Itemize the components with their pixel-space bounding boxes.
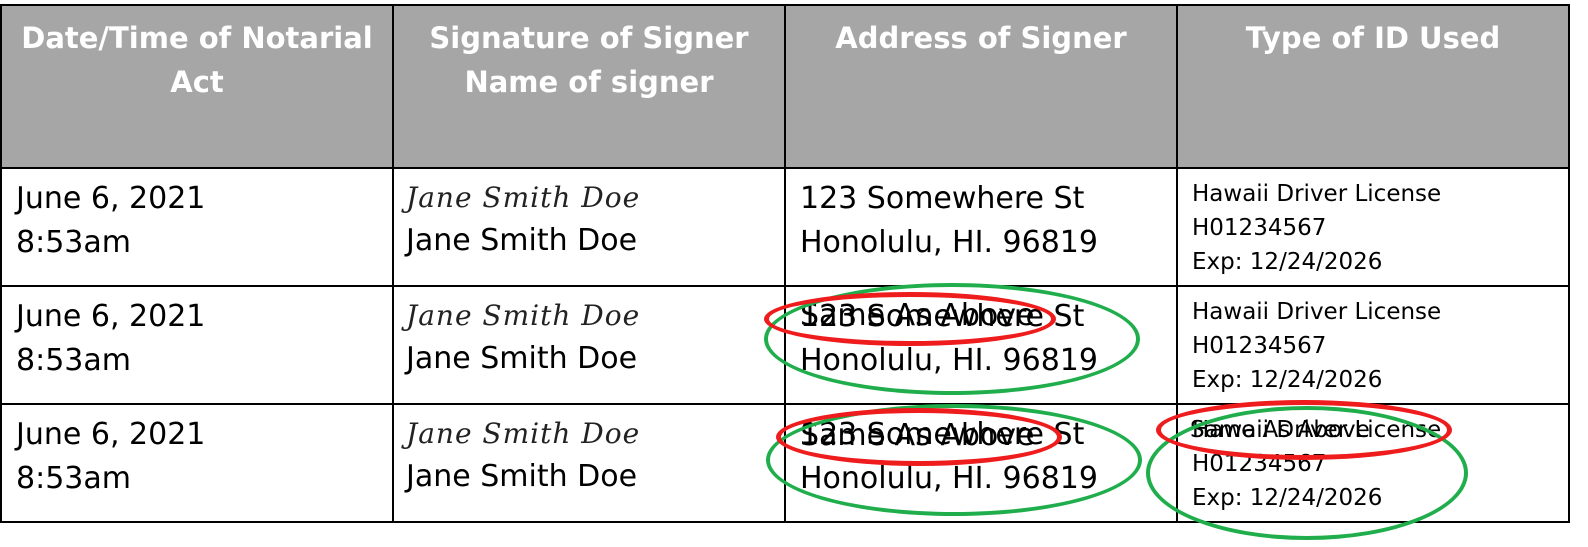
date-text: June 6, 2021 (16, 299, 206, 334)
id-number-text: H01234567 (1192, 215, 1327, 241)
header-id-type-line1: Type of ID Used (1245, 21, 1501, 55)
signer-name: Jane Smith Doe (406, 341, 638, 376)
id-exp-text: Exp: 12/24/2026 (1192, 367, 1383, 393)
header-row: Date/Time of Notarial Act Signature of S… (0, 4, 1570, 169)
header-signature-line2: Name of signer (464, 65, 714, 99)
date-cell: June 6, 2021 8:53am (0, 403, 394, 523)
signature-cell: Jane Smith Doe Jane Smith Doe (392, 403, 786, 523)
signature-cell: Jane Smith Doe Jane Smith Doe (392, 285, 786, 405)
id-number-text: H01234567 (1192, 333, 1327, 359)
header-address: Address of Signer (784, 4, 1178, 169)
time-text: 8:53am (16, 225, 131, 260)
handwritten-signature: Jane Smith Doe (406, 299, 641, 332)
wrong-red-circle (776, 408, 1062, 466)
id-exp-text: Exp: 12/24/2026 (1192, 249, 1383, 275)
table-row: June 6, 2021 8:53am Jane Smith Doe Jane … (0, 167, 1570, 287)
header-date-time-line1: Date/Time of Notarial (21, 21, 373, 55)
id-cell: Hawaii Driver License H01234567 Exp: 12/… (1176, 167, 1570, 287)
correct-green-circle (766, 404, 1142, 516)
date-cell: June 6, 2021 8:53am (0, 285, 394, 405)
handwritten-signature: Jane Smith Doe (406, 181, 641, 214)
address-line2: Honolulu, HI. 96819 (800, 225, 1098, 260)
signer-name: Jane Smith Doe (406, 223, 638, 258)
date-text: June 6, 2021 (16, 417, 206, 452)
address-cell: 123 Somewhere St Honolulu, HI. 96819 (784, 167, 1178, 287)
header-date-time: Date/Time of Notarial Act (0, 4, 394, 169)
id-type-text: Hawaii Driver License (1192, 181, 1442, 207)
id-type-text: Hawaii Driver License (1192, 299, 1442, 325)
date-text: June 6, 2021 (16, 181, 206, 216)
signature-cell: Jane Smith Doe Jane Smith Doe (392, 167, 786, 287)
wrong-red-circle (1156, 400, 1452, 460)
id-cell: Hawaii Driver License H01234567 Exp: 12/… (1176, 285, 1570, 405)
header-signature: Signature of Signer Name of signer (392, 4, 786, 169)
handwritten-signature: Jane Smith Doe (406, 417, 641, 450)
date-cell: June 6, 2021 8:53am (0, 167, 394, 287)
signer-name: Jane Smith Doe (406, 459, 638, 494)
header-address-line1: Address of Signer (835, 21, 1127, 55)
address-line1: 123 Somewhere St (800, 181, 1085, 216)
time-text: 8:53am (16, 461, 131, 496)
header-date-time-line2: Act (170, 65, 224, 99)
wrong-red-circle (764, 292, 1056, 346)
header-id-type: Type of ID Used (1176, 4, 1570, 169)
time-text: 8:53am (16, 343, 131, 378)
correct-green-circle (764, 283, 1140, 395)
header-signature-line1: Signature of Signer (429, 21, 749, 55)
